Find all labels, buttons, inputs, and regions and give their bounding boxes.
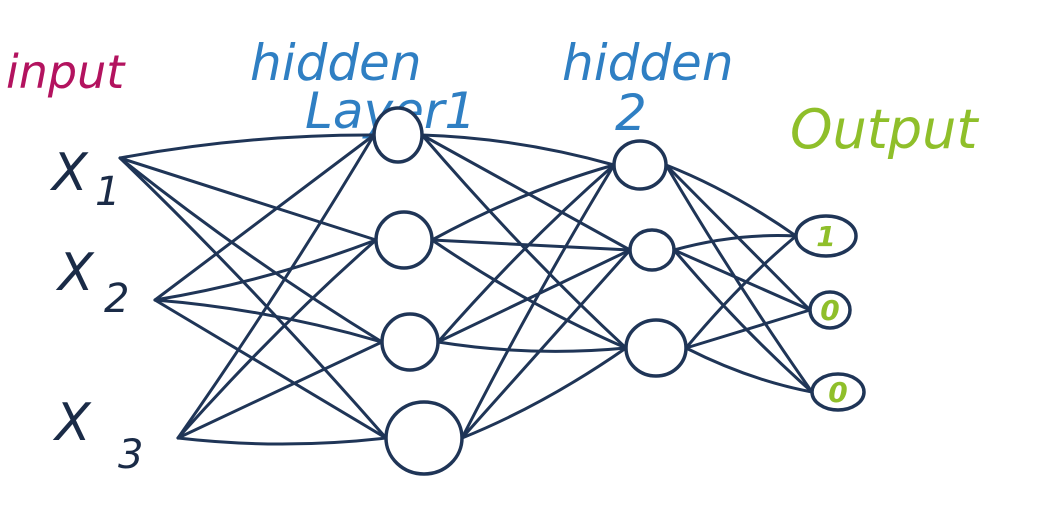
output-neuron-1 [794, 214, 858, 258]
connection-edge [684, 308, 812, 350]
input-x2-label: X 2 [55, 243, 129, 322]
hidden1-neuron-1 [372, 106, 424, 164]
output-value-2: 0 [820, 294, 839, 327]
hidden-layer1-heading-top: hidden [250, 34, 422, 92]
connection-edge [672, 234, 798, 252]
connection-edge [420, 133, 632, 252]
connection-edge [430, 163, 616, 242]
neurons: 1 0 0 [372, 106, 866, 476]
connection-edge [436, 248, 632, 344]
connection-edge [684, 234, 798, 350]
output-heading: Output [790, 98, 979, 161]
output-neuron-2 [808, 290, 852, 330]
input-x3-name: X [52, 393, 92, 453]
hidden-layer2-heading-bottom: 2 [615, 84, 647, 142]
input-x3-label: X 3 [52, 393, 143, 478]
connection-edge [460, 346, 628, 440]
connection-edge [176, 133, 376, 440]
hidden2-neuron-3 [624, 318, 688, 378]
connection-edge [684, 346, 814, 394]
connection-edge [118, 133, 376, 160]
connection-edge [672, 248, 814, 394]
input-x2-name: X [55, 243, 95, 303]
output-neuron-3 [810, 372, 866, 412]
input-x2-sub: 2 [104, 276, 129, 322]
connection-edge [176, 436, 388, 446]
connection-edge [436, 340, 628, 353]
output-value-1: 1 [816, 220, 835, 253]
hidden1-neuron-3 [380, 312, 440, 372]
connection-edge [664, 163, 798, 238]
connection-edge [153, 298, 384, 344]
connection-edge [460, 248, 632, 440]
connection-edge [672, 248, 812, 312]
connection-edge [118, 156, 378, 242]
connection-edge [176, 340, 384, 440]
input-x3-sub: 3 [118, 432, 143, 478]
input-x1-name: X [49, 143, 89, 203]
connection-edge [664, 163, 814, 394]
input-x1-sub: 1 [95, 169, 120, 215]
connection-edge [118, 156, 384, 344]
input-heading: input [6, 45, 126, 99]
input-x1-label: X 1 [49, 143, 120, 215]
output-value-3: 0 [828, 376, 847, 409]
connection-edge [153, 238, 378, 302]
hidden2-neuron-1 [612, 139, 668, 191]
connection-edge [460, 163, 616, 440]
hidden1-neuron-4 [384, 400, 464, 476]
connection-edge [436, 163, 616, 344]
connection-edge [153, 133, 376, 302]
hidden2-neuron-2 [628, 228, 676, 272]
connection-edge [153, 298, 388, 440]
connection-edge [430, 238, 632, 252]
connection-edge [118, 156, 388, 440]
connection-edge [176, 238, 378, 440]
hidden-layer2-heading-top: hidden [562, 34, 734, 92]
hidden1-neuron-2 [374, 210, 434, 270]
connections [118, 133, 814, 446]
connection-edge [420, 133, 616, 167]
